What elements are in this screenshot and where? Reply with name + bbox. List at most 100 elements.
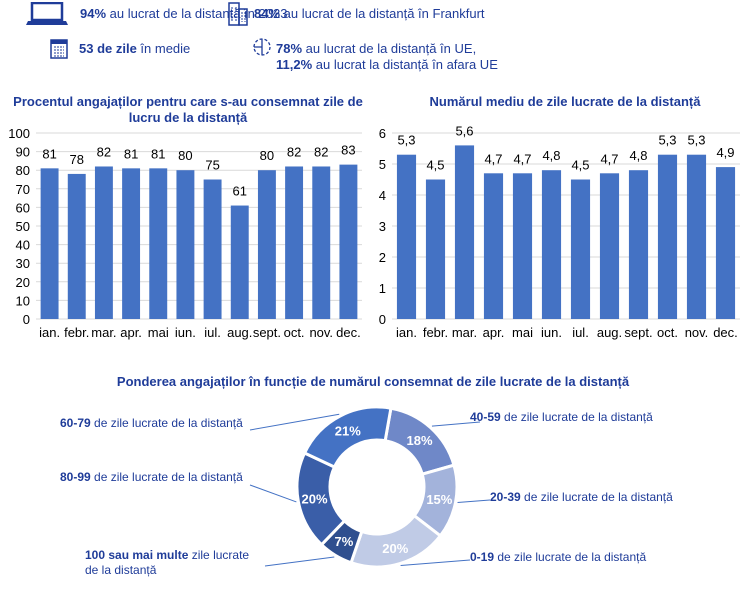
- slice-legend-label: 80-99 de zile lucrate de la distanță: [60, 470, 243, 484]
- x-tick-label: iul.: [204, 325, 221, 340]
- kpi-average-days: 53 de zile în medie: [79, 41, 191, 56]
- x-tick-label: ian.: [396, 325, 417, 340]
- data-label: 80: [260, 148, 274, 163]
- data-label: 78: [70, 152, 84, 167]
- bar: [657, 154, 678, 319]
- bar: [686, 154, 707, 319]
- x-tick-label: mar.: [91, 325, 116, 340]
- slice-pct-label: 7%: [335, 534, 354, 549]
- bar: [67, 173, 86, 319]
- bar: [176, 170, 195, 319]
- leader-line: [249, 413, 340, 431]
- x-tick-label: aug.: [227, 325, 252, 340]
- x-tick-label: febr.: [423, 325, 448, 340]
- data-label: 4,7: [484, 151, 502, 166]
- chart3-title: Ponderea angajaților în funcție de număr…: [116, 374, 630, 389]
- slice-pct-label: 18%: [407, 433, 433, 448]
- bar: [149, 168, 168, 319]
- data-label: 61: [233, 184, 247, 199]
- data-label: 80: [178, 148, 192, 163]
- y-tick-label: 4: [379, 188, 386, 203]
- slice-legend-label: 60-79 de zile lucrate de la distanță: [60, 416, 243, 430]
- data-label: 82: [314, 144, 328, 159]
- data-label: 4,9: [716, 145, 734, 160]
- x-tick-label: iun.: [175, 325, 196, 340]
- y-tick-label: 20: [16, 275, 30, 290]
- data-label: 81: [151, 146, 165, 161]
- data-label: 82: [287, 144, 301, 159]
- chart2-title: Numărul mediu de zile lucrate de la dist…: [429, 94, 701, 109]
- chart1-title: Procentul angajaților pentru care s-au c…: [13, 94, 363, 125]
- bar: [230, 205, 249, 319]
- y-tick-label: 3: [379, 219, 386, 234]
- slice-pct-label: 21%: [335, 424, 361, 439]
- slice-pct-label: 15%: [426, 492, 452, 507]
- kpi-remote-eu: 78% au lucrat de la distanță în UE, 11,2…: [276, 41, 498, 72]
- x-tick-label: dec.: [336, 325, 361, 340]
- x-tick-label: iun.: [541, 325, 562, 340]
- slice-legend-label: 40-59 de zile lucrate de la distanță: [470, 410, 653, 424]
- data-label: 82: [97, 144, 111, 159]
- bar: [40, 168, 59, 319]
- kpi-remote-frankfurt: 84% au lucrat de la distanță în Frankfur…: [254, 6, 485, 21]
- data-label: 83: [341, 143, 355, 158]
- y-tick-label: 40: [16, 238, 30, 253]
- y-tick-label: 90: [16, 145, 30, 160]
- bar: [628, 170, 649, 319]
- y-tick-label: 6: [379, 126, 386, 141]
- slice-legend-label: 20-39 de zile lucrate de la distanță: [490, 490, 673, 504]
- y-tick-label: 5: [379, 157, 386, 172]
- x-tick-label: dec.: [713, 325, 738, 340]
- leader-line: [249, 484, 297, 503]
- slice-legend-label: 0-19 de zile lucrate de la distanță: [470, 550, 647, 564]
- data-label: 75: [205, 158, 219, 173]
- x-tick-label: iul.: [572, 325, 589, 340]
- slice-pct-label: 20%: [302, 492, 328, 507]
- x-tick-label: ian.: [39, 325, 60, 340]
- bar: [454, 145, 475, 319]
- bar: [541, 170, 562, 319]
- bar: [203, 179, 222, 319]
- x-tick-label: nov.: [685, 325, 709, 340]
- bar: [257, 170, 276, 319]
- data-label: 5,6: [455, 123, 473, 138]
- calendar-icon: [50, 39, 68, 59]
- leader-line: [264, 556, 335, 567]
- bar: [339, 164, 358, 319]
- x-tick-label: oct.: [657, 325, 678, 340]
- x-tick-label: nov.: [309, 325, 333, 340]
- y-tick-label: 1: [379, 281, 386, 296]
- data-label: 4,7: [513, 151, 531, 166]
- donut-slice: [302, 405, 393, 470]
- x-tick-label: febr.: [64, 325, 89, 340]
- data-label: 4,5: [571, 158, 589, 173]
- y-tick-label: 2: [379, 250, 386, 265]
- x-tick-label: sept.: [624, 325, 652, 340]
- x-tick-label: mai: [512, 325, 533, 340]
- x-tick-label: aug.: [597, 325, 622, 340]
- bar: [396, 154, 417, 319]
- building-icon: [228, 2, 248, 26]
- y-tick-label: 10: [16, 293, 30, 308]
- data-label: 5,3: [658, 133, 676, 148]
- y-tick-label: 50: [16, 219, 30, 234]
- x-tick-label: mai: [148, 325, 169, 340]
- data-label: 4,8: [542, 148, 560, 163]
- y-tick-label: 30: [16, 256, 30, 271]
- bar: [570, 179, 591, 319]
- slice-pct-label: 20%: [382, 541, 408, 556]
- y-tick-label: 60: [16, 200, 30, 215]
- data-label: 81: [42, 146, 56, 161]
- leader-line: [431, 421, 481, 427]
- bar: [715, 167, 736, 319]
- leader-line: [457, 499, 491, 503]
- x-tick-label: apr.: [120, 325, 142, 340]
- globe-icon: [253, 38, 271, 56]
- y-tick-label: 70: [16, 182, 30, 197]
- bar: [285, 166, 304, 319]
- y-tick-label: 80: [16, 163, 30, 178]
- laptop-icon: [26, 2, 68, 25]
- data-label: 5,3: [397, 133, 415, 148]
- leader-line: [400, 559, 471, 567]
- slice-legend-label: 100 sau mai multe zile lucrate de la dis…: [85, 548, 250, 577]
